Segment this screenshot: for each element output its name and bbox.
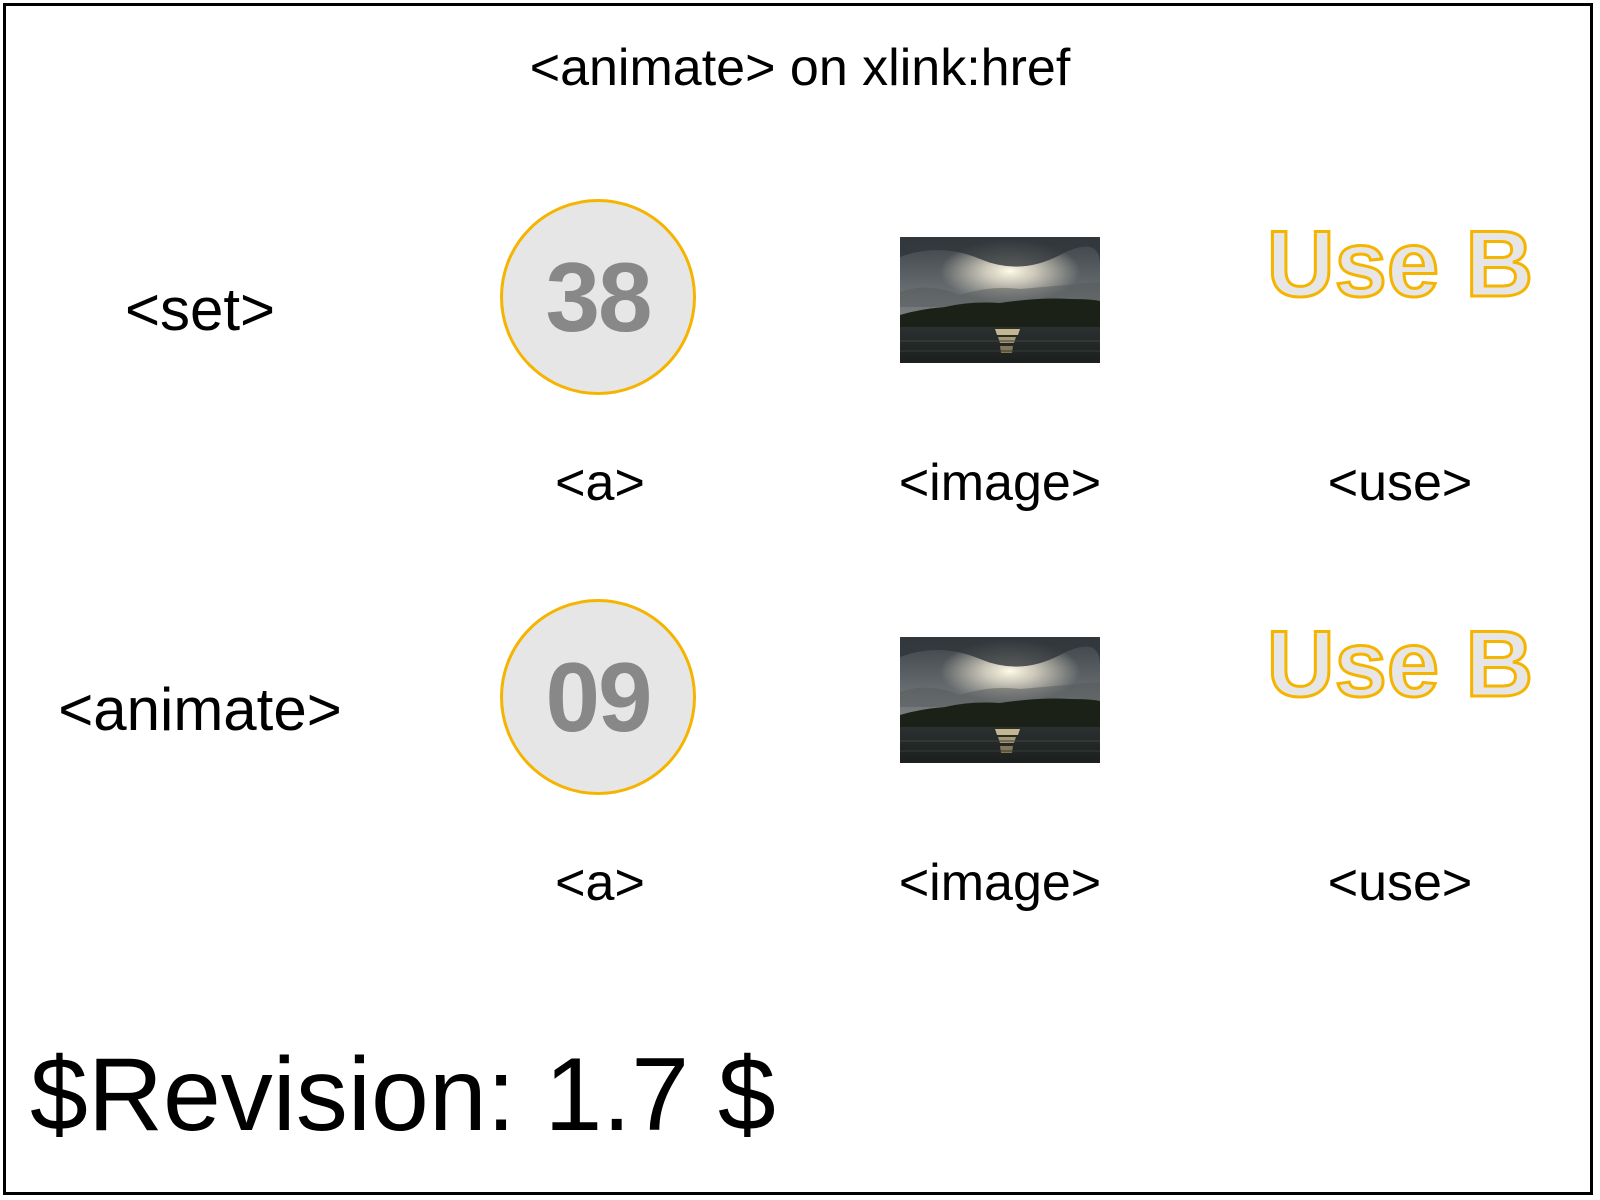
link-circle-1[interactable]: 38 [500,199,696,395]
row-label-set: <set> [124,276,276,343]
link-number: 38 [545,242,652,352]
column-label-use: <use> [1327,854,1473,912]
link-circle-2[interactable]: 09 [500,599,696,795]
column-label-use: <use> [1327,454,1473,512]
page-title: <animate> on xlink:href [529,39,1071,97]
column-label-image: <image> [898,454,1102,512]
use-reference-text: Use B [1265,611,1534,716]
row-label-animate: <animate> [58,676,342,743]
revision-label: $Revision: 1.7 $ [30,1037,776,1153]
test-frame [3,3,1593,1195]
link-number: 09 [545,642,652,752]
landscape-photo [900,237,1100,363]
column-label-a: <a> [555,454,645,512]
column-label-a: <a> [555,854,645,912]
use-reference-text: Use B [1265,211,1534,316]
landscape-photo [900,637,1100,763]
column-label-image: <image> [898,854,1102,912]
